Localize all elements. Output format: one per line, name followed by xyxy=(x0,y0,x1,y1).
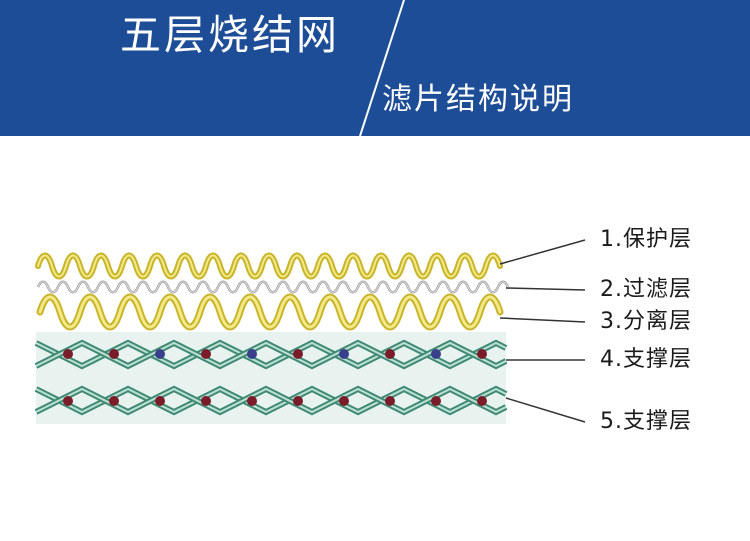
layer-label-1: 1.保护层 xyxy=(600,227,692,252)
leader-line-3 xyxy=(499,317,586,323)
support-layer-5-wire-dots xyxy=(63,396,487,406)
filtration-layer-2-mesh xyxy=(36,280,510,294)
leader-line-1 xyxy=(499,239,586,265)
leader-lines xyxy=(499,239,586,423)
protection-layer-1-mesh xyxy=(35,252,503,280)
page-subtitle: 滤片结构说明 xyxy=(382,82,574,117)
layer-label-4: 4.支撑层 xyxy=(600,347,692,372)
support-layer-4-mesh xyxy=(34,332,508,380)
leader-line-2 xyxy=(505,287,586,291)
header-divider-slash xyxy=(359,0,405,136)
separation-layer-3-mesh xyxy=(36,293,504,331)
mesh-structure-diagram xyxy=(34,239,586,424)
page-title: 五层烧结网 xyxy=(120,11,340,59)
header-banner: 五层烧结网 滤片结构说明 xyxy=(0,0,750,136)
support-layer-5-mesh xyxy=(34,376,508,424)
leader-line-5 xyxy=(505,397,586,423)
support-layer-4-wire-dots xyxy=(63,349,487,359)
layer-label-5: 5.支撑层 xyxy=(600,409,692,434)
layer-label-3: 3.分离层 xyxy=(600,309,692,334)
layer-label-2: 2.过滤层 xyxy=(600,277,692,302)
